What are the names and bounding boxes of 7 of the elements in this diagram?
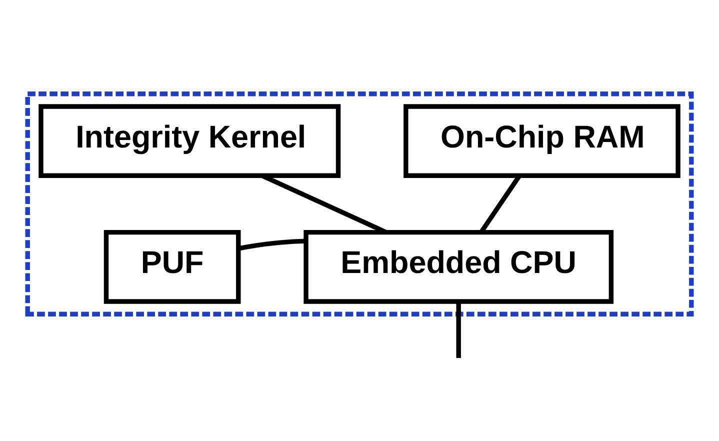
connector [238,238,306,251]
node-box: PUF [104,230,241,304]
cluster [25,92,694,316]
node-box: Embedded CPU [304,230,614,304]
connector [456,302,461,358]
node-box: On-Chip RAM [404,104,680,178]
node-box: Integrity Kernel [38,104,341,178]
